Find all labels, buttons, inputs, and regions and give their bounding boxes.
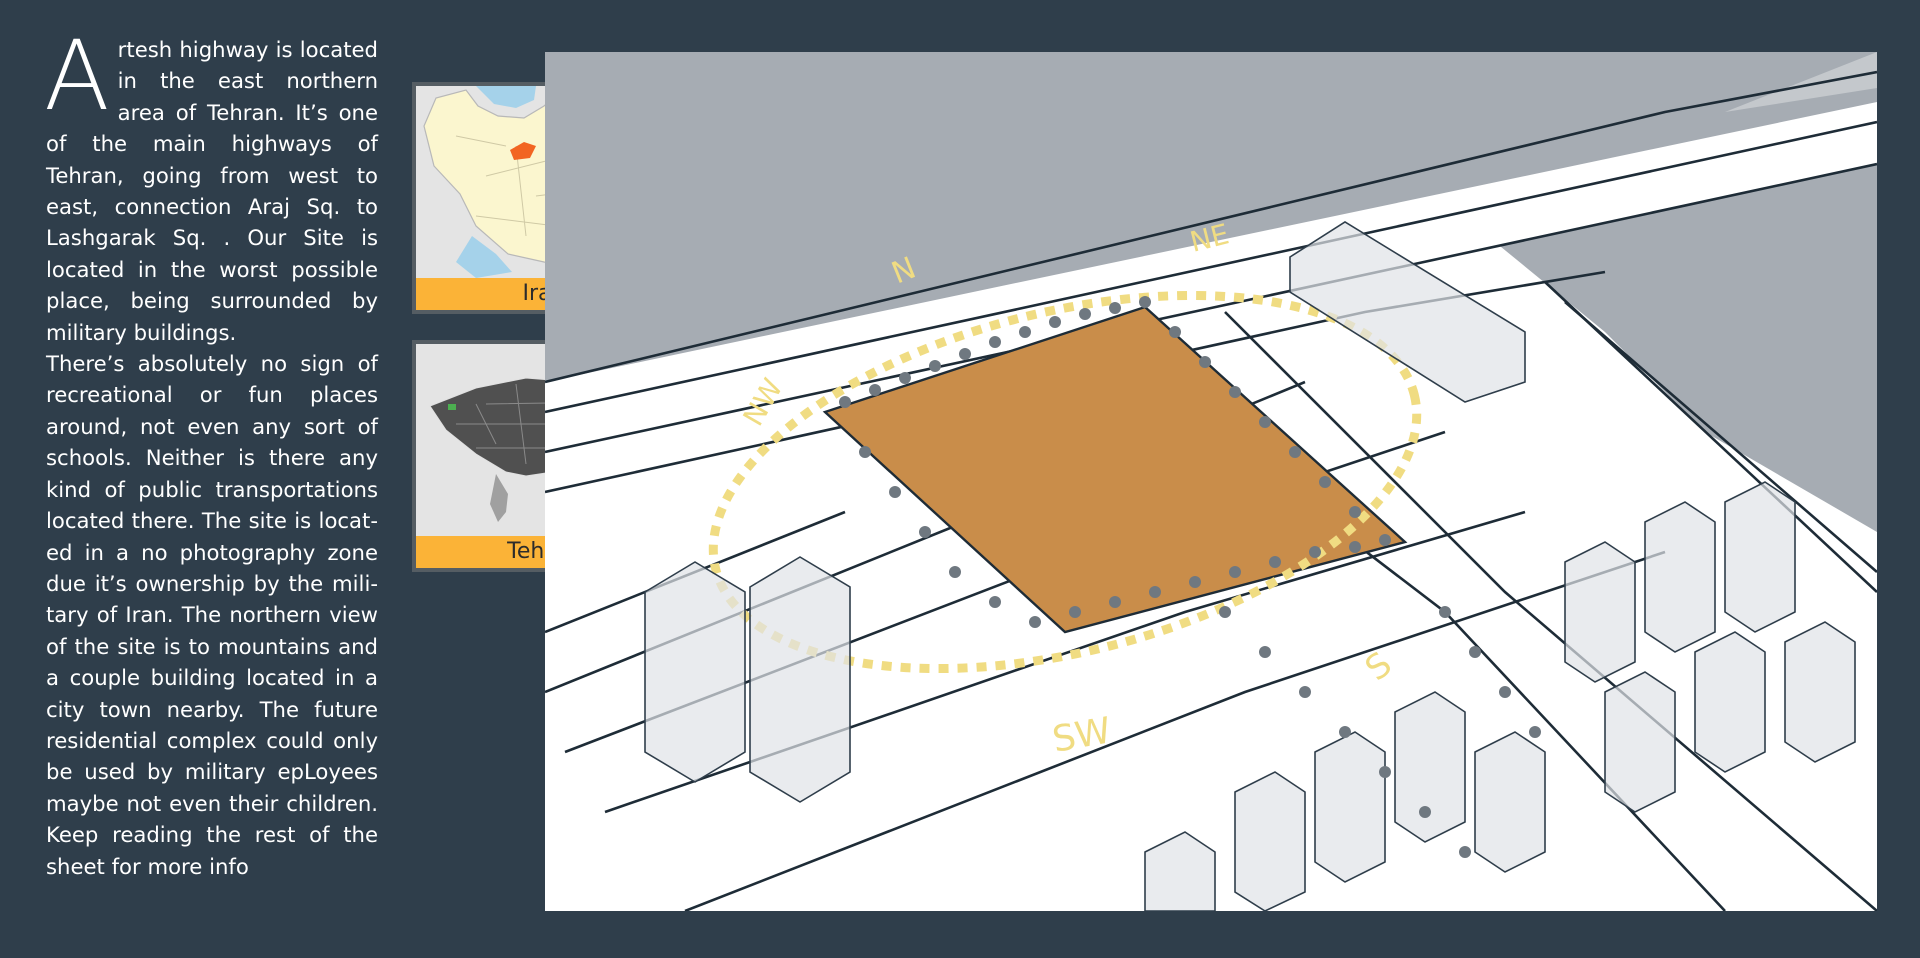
mountain-ridge <box>1725 52 1877 112</box>
drop-cap: A <box>44 20 110 132</box>
site-plan-view: N NE NW S SW <box>545 52 1877 911</box>
building-blocks <box>644 221 1856 911</box>
site-plan-graphic: N NE NW S SW <box>545 52 1877 911</box>
mountain-area-east <box>1495 162 1877 532</box>
tehran-south-shape <box>490 474 508 522</box>
intro-paragraph-2: There’s absolutely no sign of recreation… <box>46 351 378 879</box>
site-parcel <box>822 305 1408 634</box>
persian-gulf-shape <box>456 236 512 278</box>
highway-band <box>545 102 1877 452</box>
caspian-sea-shape <box>476 86 536 108</box>
trees <box>839 296 1541 858</box>
compass-sw-label: SW <box>1049 710 1114 761</box>
intro-paragraph-1-text: rtesh highway is located in the east nor… <box>46 37 378 345</box>
compass-ring <box>708 290 1422 674</box>
green-area-mark <box>448 404 456 410</box>
tehran-province-highlight <box>510 142 536 160</box>
